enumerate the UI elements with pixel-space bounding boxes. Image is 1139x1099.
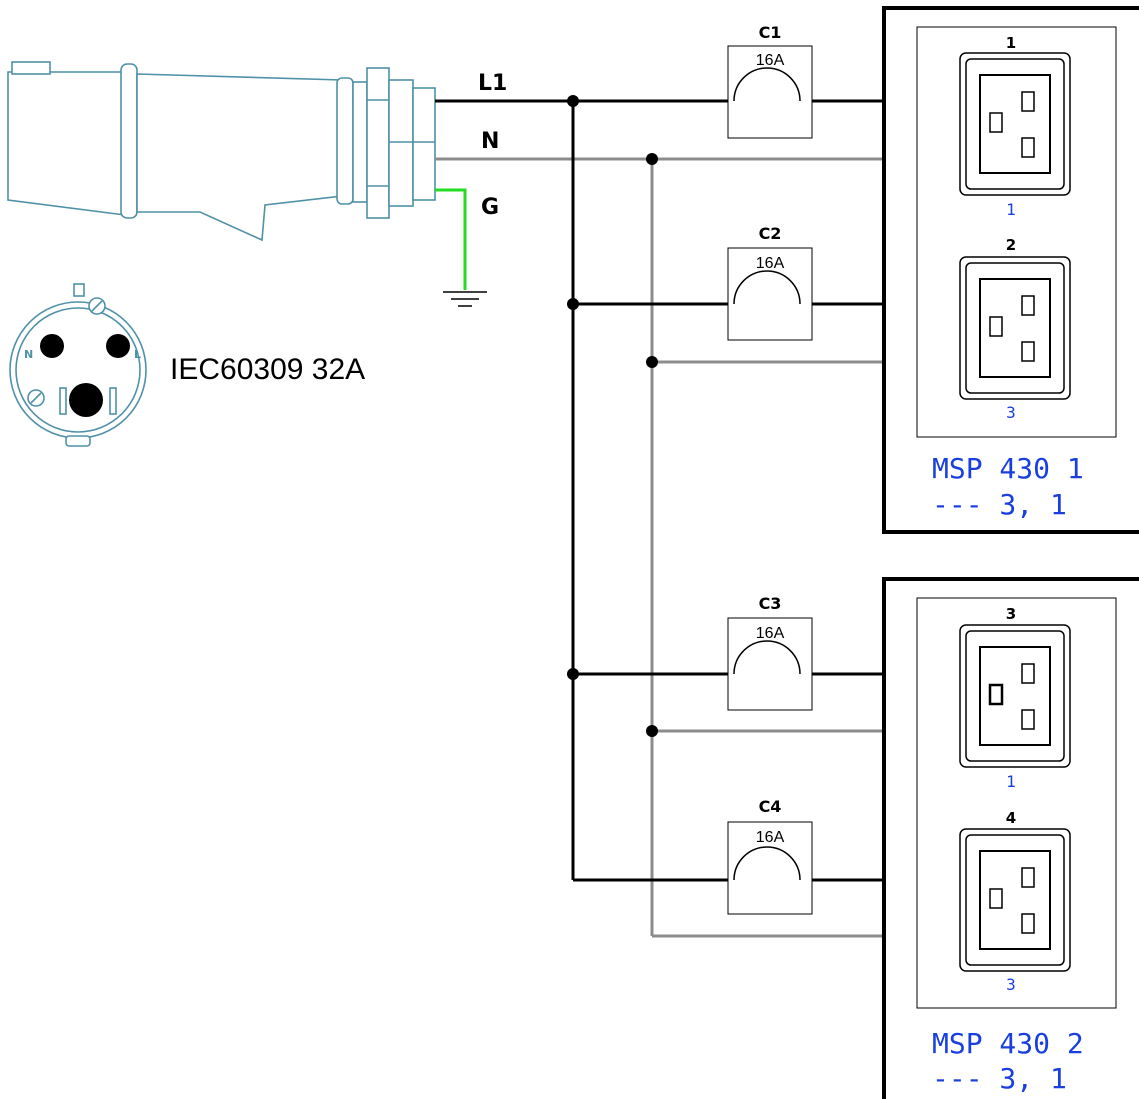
- line-wiring: [435, 99, 886, 882]
- outlet-number: 2: [1006, 236, 1016, 254]
- plug-side-view: [7, 61, 436, 242]
- outlet-number: 4: [1006, 809, 1016, 827]
- breaker-rating: 16A: [756, 625, 785, 642]
- outlet-1: 1 1: [959, 34, 1071, 219]
- breaker-name: C2: [759, 224, 782, 243]
- ground-label: G: [481, 195, 499, 220]
- breaker-name: C3: [759, 594, 782, 613]
- outlet-number: 3: [1006, 605, 1016, 623]
- face-neutral-pin: [40, 334, 64, 358]
- breaker-c4: C4 16A: [727, 797, 813, 915]
- outlet-3: 3 1: [959, 605, 1071, 791]
- line-label: L1: [478, 71, 507, 96]
- panel-subtitle: --- 3, 1: [932, 488, 1067, 521]
- plug-face-view: N L: [9, 283, 147, 447]
- breaker-rating: 16A: [756, 52, 785, 69]
- face-line-pin: [106, 334, 130, 358]
- panel-title: MSP 430 1: [932, 452, 1084, 485]
- breaker-c3: C3 16A: [727, 594, 813, 711]
- outlet-sub: 3: [1006, 975, 1016, 994]
- ground-wire: [435, 188, 487, 307]
- junction-dots: [567, 95, 658, 737]
- face-ground-pin: [69, 383, 103, 417]
- panel-msp-430-1: 1 1 2 3 MSP 430 1 --- 3, 1: [882, 6, 1139, 534]
- outlet-4: 4 3: [959, 809, 1071, 994]
- breaker-rating: 16A: [756, 255, 785, 272]
- outlet-sub: 3: [1006, 403, 1016, 422]
- neutral-label: N: [481, 129, 499, 154]
- face-neutral-mark: N: [24, 348, 33, 361]
- outlet-2: 2 3: [959, 236, 1071, 422]
- face-line-mark: L: [134, 348, 141, 361]
- panel-subtitle: --- 3, 1: [932, 1062, 1067, 1095]
- breaker-name: C1: [759, 23, 782, 42]
- panel-msp-430-2: 3 1 4 3 MSP 430 2 --- 3, 1: [882, 577, 1139, 1099]
- plug-standard-label: IEC60309 32A: [170, 353, 365, 386]
- breaker-c1: C1 16A: [727, 23, 813, 139]
- outlet-sub: 1: [1006, 200, 1016, 219]
- breaker-name: C4: [759, 797, 782, 816]
- outlet-number: 1: [1006, 34, 1016, 52]
- panel-title: MSP 430 2: [932, 1027, 1084, 1060]
- outlet-sub: 1: [1006, 772, 1016, 791]
- neutral-wiring: [435, 157, 886, 938]
- breaker-c2: C2 16A: [727, 224, 813, 341]
- breaker-rating: 16A: [756, 829, 785, 846]
